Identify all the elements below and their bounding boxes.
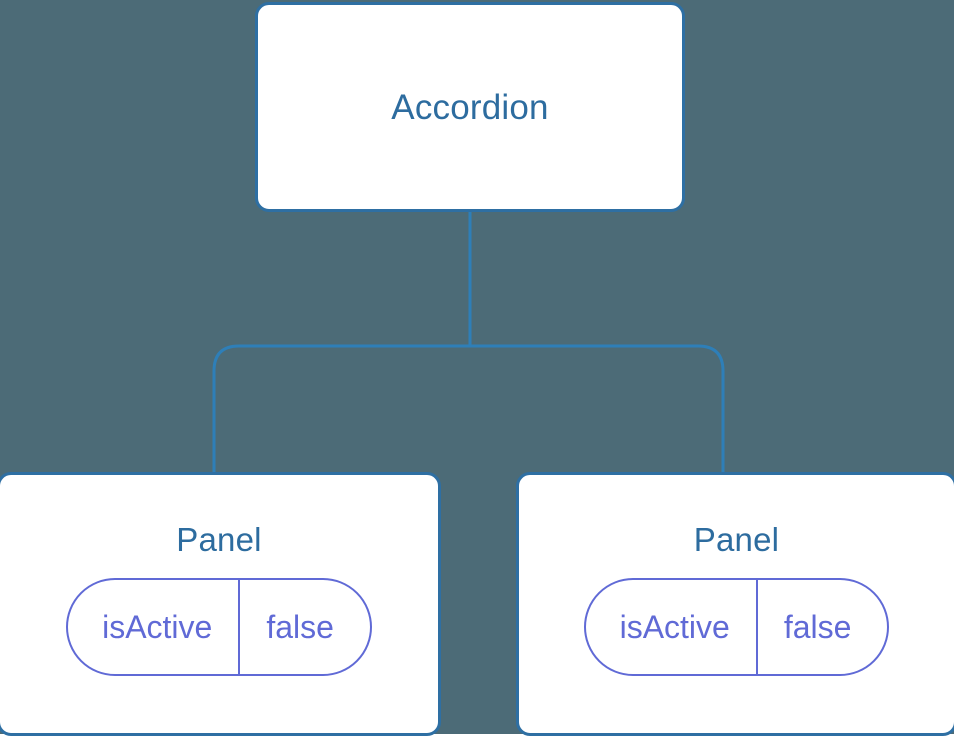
state-badge-value: false <box>266 609 334 645</box>
state-badge-panel-left[interactable]: isActive false <box>66 578 372 676</box>
node-accordion-title: Accordion <box>391 87 549 127</box>
state-badge-key: isActive <box>586 580 758 674</box>
node-panel-right[interactable]: Panel isActive false <box>516 472 954 736</box>
edge-accordion-to-panel-left <box>212 344 470 476</box>
state-badge-key: isActive <box>68 580 241 674</box>
state-badge-panel-right[interactable]: isActive false <box>583 578 890 676</box>
node-panel-right-title: Panel <box>693 521 780 558</box>
node-panel-left[interactable]: Panel isActive false <box>0 472 441 736</box>
node-panel-left-title: Panel <box>176 521 262 558</box>
edge-accordion-to-panel-right <box>470 344 725 476</box>
node-accordion[interactable]: Accordion <box>255 2 685 212</box>
state-badge-value: false <box>783 609 852 645</box>
